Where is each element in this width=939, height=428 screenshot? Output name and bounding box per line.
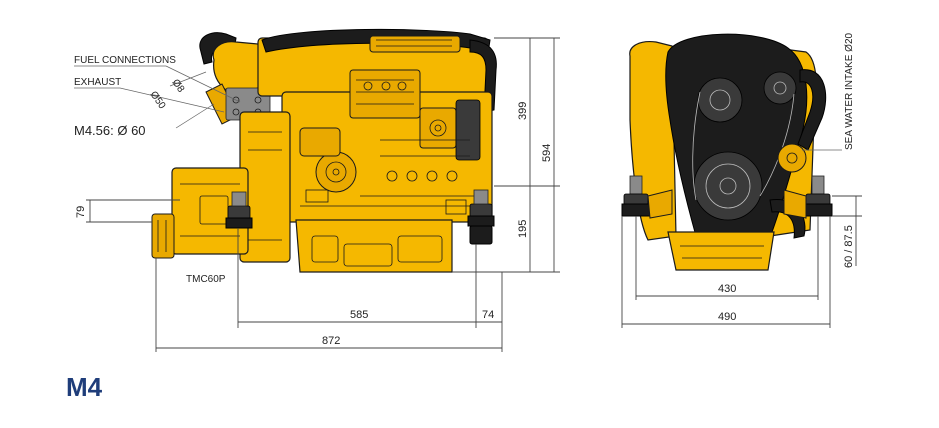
fuel-diameter-label: Ø8	[170, 77, 187, 95]
dim-594: 594	[541, 144, 553, 162]
exhaust-option-label: M4.56: Ø 60	[74, 123, 146, 138]
front-sump	[667, 231, 775, 271]
dim-79: 79	[75, 206, 87, 218]
dim-430: 430	[718, 283, 736, 295]
alternator-pulley	[763, 71, 797, 105]
front-mount-left	[621, 175, 673, 219]
exhaust-diameter-label: Ø50	[148, 89, 168, 111]
sea-water-intake-label: SEA WATER INTAKE Ø20	[844, 32, 855, 150]
filter-housing	[419, 107, 457, 149]
front-mount-right	[783, 175, 833, 219]
front-hose-right	[797, 69, 827, 151]
crank-pulley	[693, 151, 763, 221]
pulley	[315, 151, 357, 193]
air-filter	[369, 35, 461, 53]
dim-195: 195	[517, 220, 529, 238]
dark-unit	[455, 99, 481, 161]
dim-872: 872	[322, 335, 340, 347]
oil-sump	[295, 219, 453, 273]
output-flange	[151, 213, 175, 259]
side-dimensions: 399 594 195 79 585 74 872	[75, 37, 560, 352]
side-view-engine	[151, 28, 497, 273]
injection-pump	[349, 69, 421, 119]
starter	[299, 127, 341, 157]
engine-mount-front	[467, 189, 495, 245]
dim-74: 74	[482, 309, 494, 321]
dim-60-87: 60 / 87.5	[843, 225, 855, 268]
engine-mount-rear	[225, 191, 253, 229]
exhaust-label: EXHAUST	[74, 77, 121, 88]
cam-pulley	[697, 77, 743, 123]
model-title: M4	[66, 372, 103, 402]
dim-585: 585	[350, 309, 368, 321]
front-dimensions: SEA WATER INTAKE Ø20 430 490 60 / 87.5	[621, 32, 862, 328]
dim-490: 490	[718, 311, 736, 323]
sea-water-pump	[777, 143, 807, 173]
front-view-engine	[621, 33, 833, 271]
dim-399: 399	[517, 102, 529, 120]
fuel-connections-label: FUEL CONNECTIONS	[74, 55, 176, 66]
gearbox-label: TMC60P	[186, 274, 226, 285]
